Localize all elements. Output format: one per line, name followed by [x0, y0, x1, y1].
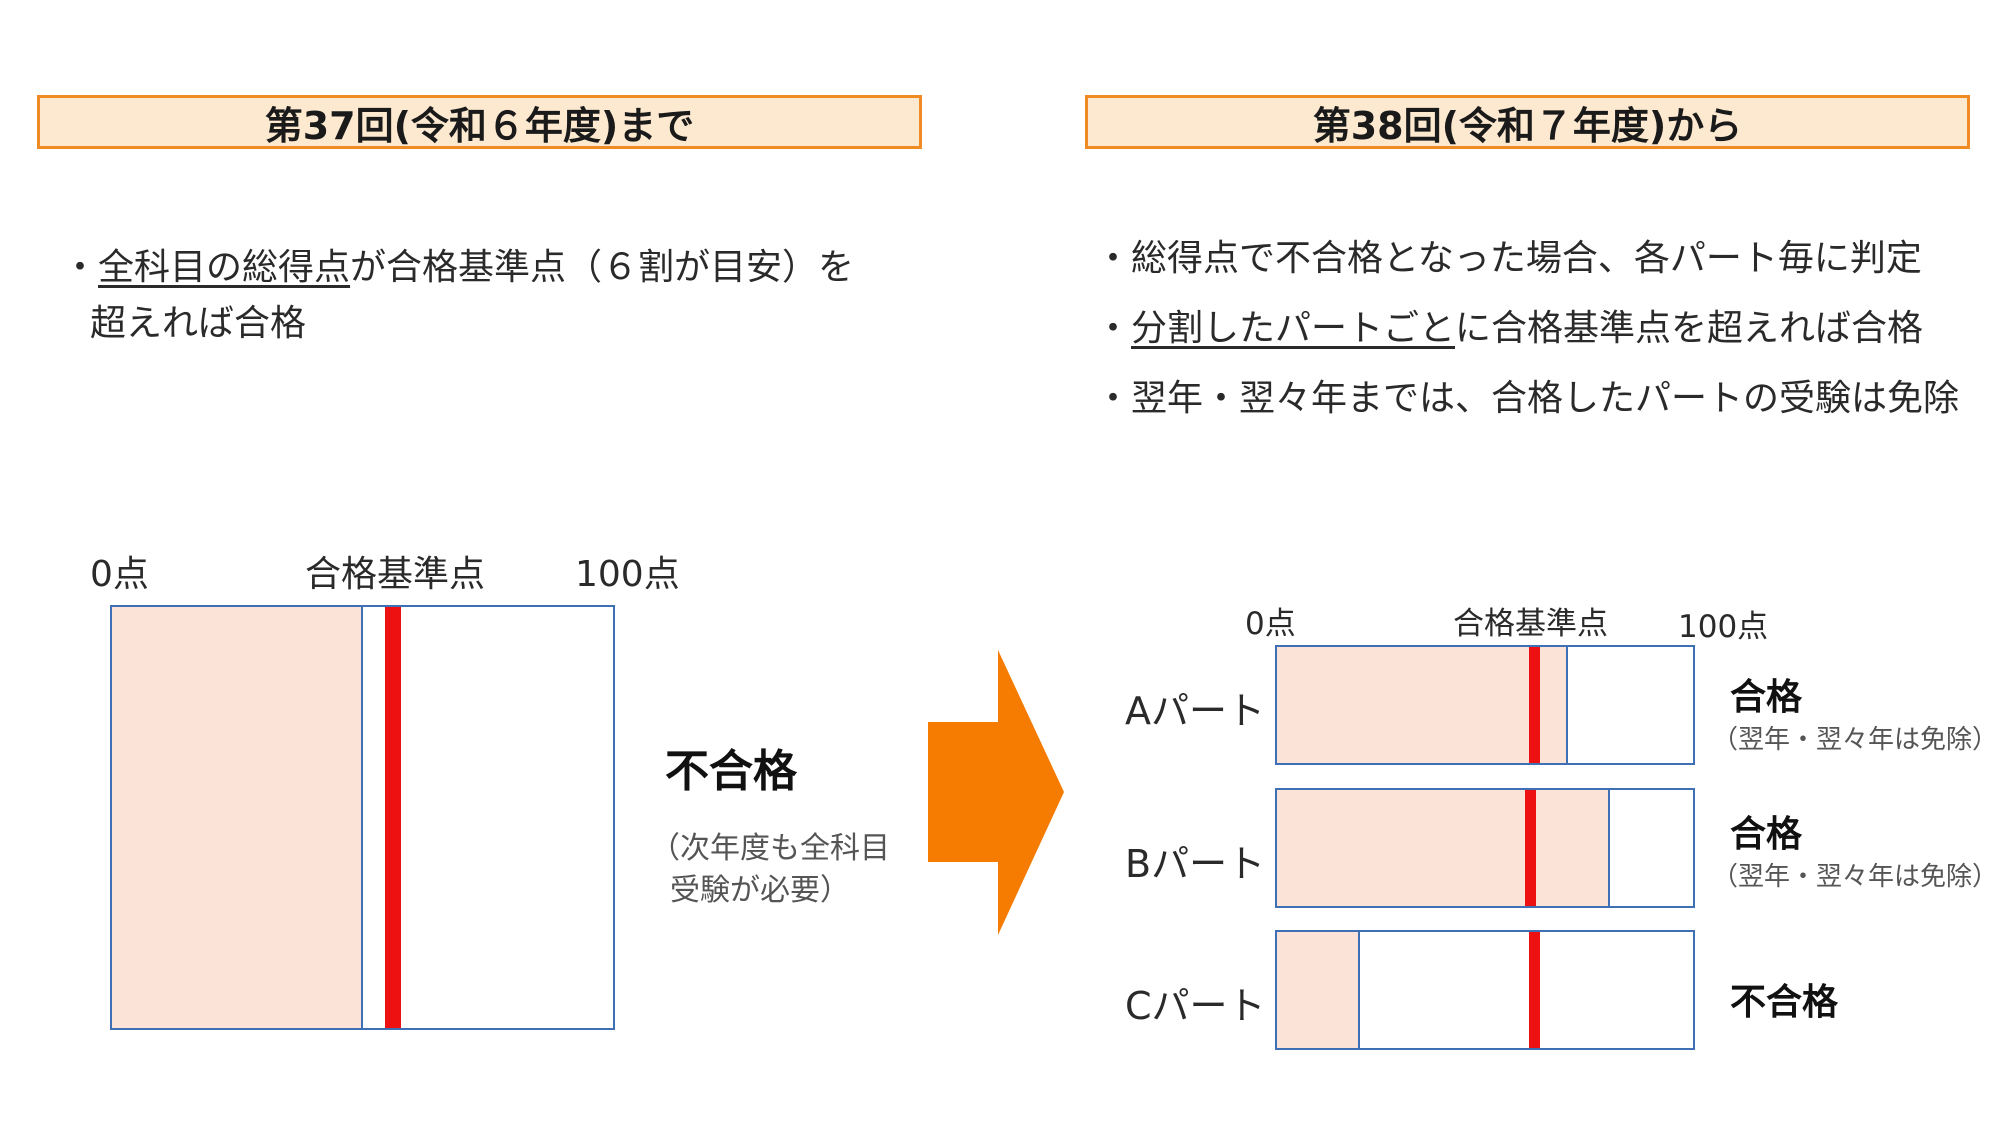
left-header-text: 第37回(令和６年度)まで: [264, 103, 695, 148]
right-bullet-2-text: に合格基準点を超えれば合格: [1455, 308, 1924, 349]
left-scale-threshold: 合格基準点: [305, 554, 486, 595]
right-header: 第38回(令和７年度)から: [1085, 95, 1970, 149]
part-c-threshold-line: [1529, 932, 1540, 1048]
left-bullet-underlined: 全科目の総得点: [98, 247, 351, 288]
right-bullet-2: ・分割したパートごとに合格基準点を超えれば合格: [1095, 308, 1924, 349]
part-b-result: 合格: [1730, 814, 1803, 855]
part-c-label: Cパート: [1125, 984, 1266, 1028]
right-bullet-1: ・総得点で不合格となった場合、各パート毎に判定: [1095, 238, 1922, 279]
left-threshold-line: [385, 607, 401, 1028]
right-scale-threshold: 合格基準点: [1453, 606, 1608, 642]
part-a-label: Aパート: [1125, 689, 1265, 733]
part-a-result: 合格: [1730, 677, 1803, 718]
left-score-bar: [110, 605, 615, 1030]
right-scale-max: 100点: [1678, 609, 1769, 645]
left-scale-min: 0点: [90, 554, 149, 595]
left-note-line2: 受験が必要）: [670, 873, 850, 908]
left-result: 不合格: [665, 746, 797, 797]
right-scale-min: 0点: [1245, 606, 1296, 642]
part-a-note: （翌年・翌々年は免除）: [1712, 725, 1999, 755]
left-bullet-rest: が合格基準点（６割が目安）を: [350, 247, 855, 288]
part-b-fill: [1277, 790, 1610, 906]
part-a-bar: [1275, 645, 1695, 765]
right-bullet-3: ・翌年・翌々年までは、合格したパートの受験は免除: [1095, 378, 1960, 419]
left-bullet-line1: ・全科目の総得点が合格基準点（６割が目安）を: [62, 247, 855, 288]
part-c-result: 不合格: [1730, 982, 1839, 1023]
part-a-threshold-line: [1529, 647, 1540, 763]
left-score-fill: [112, 607, 363, 1028]
part-b-threshold-line: [1525, 790, 1536, 906]
right-bullet-2-underlined: 分割したパートごと: [1131, 308, 1456, 349]
left-bullet: ・全科目の総得点が合格基準点（６割が目安）を 超えれば合格: [62, 240, 854, 352]
right-arrow-icon: [928, 650, 1064, 935]
right-bullet-1-text: 総得点で不合格となった場合、各パート毎に判定: [1131, 238, 1922, 279]
part-b-bar: [1275, 788, 1695, 908]
left-bullet-line2: 超えれば合格: [90, 303, 307, 344]
part-c-bar: [1275, 930, 1695, 1050]
part-c-fill: [1277, 932, 1360, 1048]
part-b-note: （翌年・翌々年は免除）: [1712, 862, 1999, 892]
part-b-label: Bパート: [1125, 842, 1266, 886]
left-scale-max: 100点: [575, 554, 680, 595]
right-header-text: 第38回(令和７年度)から: [1312, 103, 1743, 148]
left-header: 第37回(令和６年度)まで: [37, 95, 922, 149]
right-bullet-3-text: 翌年・翌々年までは、合格したパートの受験は免除: [1131, 378, 1960, 419]
part-a-fill: [1277, 647, 1568, 763]
left-note-line1: （次年度も全科目: [650, 831, 890, 866]
